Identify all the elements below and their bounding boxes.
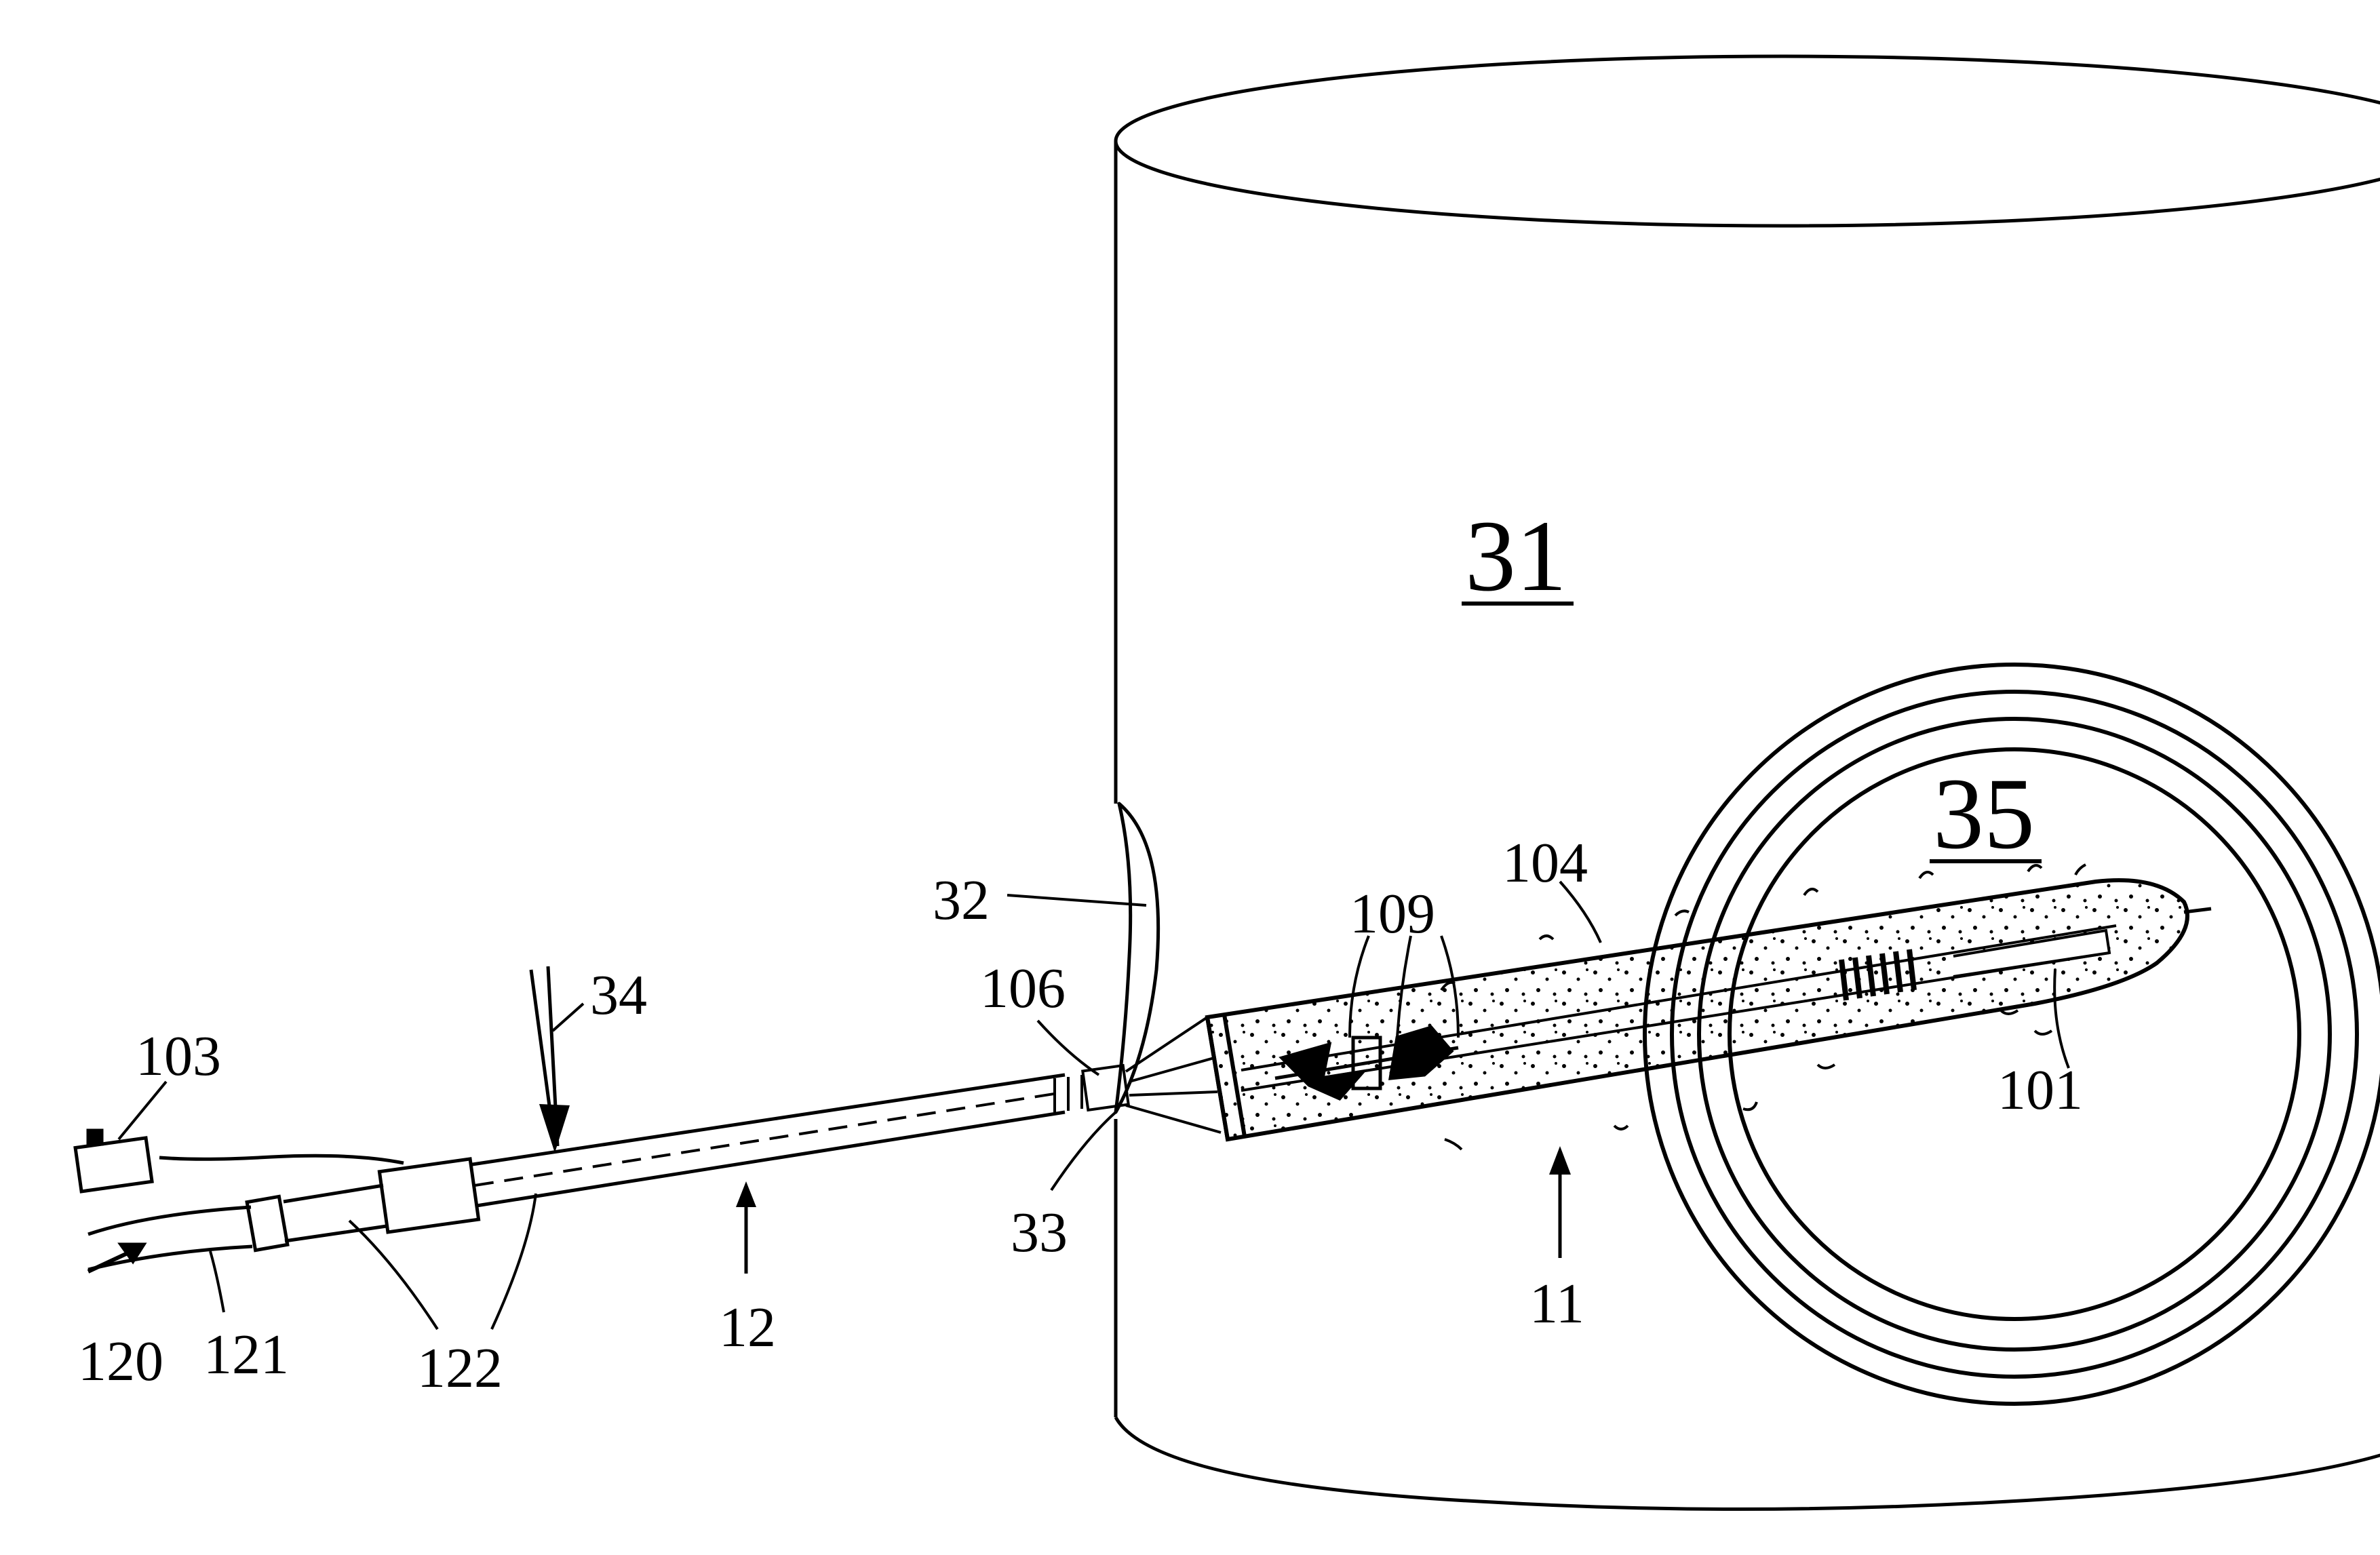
cylinder-bottom-arc [1116, 1417, 2380, 1509]
leader-121 [210, 1251, 224, 1312]
label-121: 121 [203, 1323, 289, 1386]
hub-block [379, 1159, 478, 1232]
arrow-12-head [736, 1181, 756, 1207]
label-106: 106 [980, 957, 1066, 1020]
leader-122b [492, 1194, 536, 1329]
label-32: 32 [933, 869, 990, 932]
label-31: 31 [1465, 500, 1567, 612]
label-120: 120 [78, 1330, 163, 1393]
label-35: 35 [1933, 757, 2035, 870]
proximal-assembly [75, 1130, 479, 1272]
device-103-knob [88, 1130, 102, 1144]
leader-33 [1051, 1112, 1116, 1190]
catheter-shaft [468, 1065, 1129, 1207]
label-arrows [736, 1146, 1571, 1274]
cylinder-top-ellipse [1116, 56, 2380, 226]
leader-34 [553, 1004, 583, 1031]
leader-32 [1007, 895, 1146, 905]
label-101: 101 [1997, 1059, 2083, 1122]
tube-connector [247, 1196, 288, 1250]
insertion-arrow [531, 966, 570, 1153]
leader-122a [349, 1221, 437, 1329]
device-103 [75, 1138, 152, 1192]
funnel-transition [1126, 1017, 1221, 1133]
arrow-11-head [1549, 1146, 1571, 1175]
shaft-distal-connector [1055, 1075, 1082, 1112]
leader-106 [1038, 1021, 1099, 1075]
inflow-tube-upper [88, 1185, 383, 1234]
label-103: 103 [136, 1025, 221, 1088]
label-11: 11 [1529, 1272, 1584, 1335]
label-33: 33 [1011, 1201, 1068, 1264]
leader-103 [119, 1082, 166, 1139]
cable-103 [159, 1156, 404, 1163]
label-34: 34 [590, 964, 647, 1027]
label-122: 122 [417, 1337, 503, 1400]
label-12: 12 [719, 1296, 776, 1359]
label-104: 104 [1502, 831, 1588, 894]
label-109: 109 [1350, 882, 1435, 945]
